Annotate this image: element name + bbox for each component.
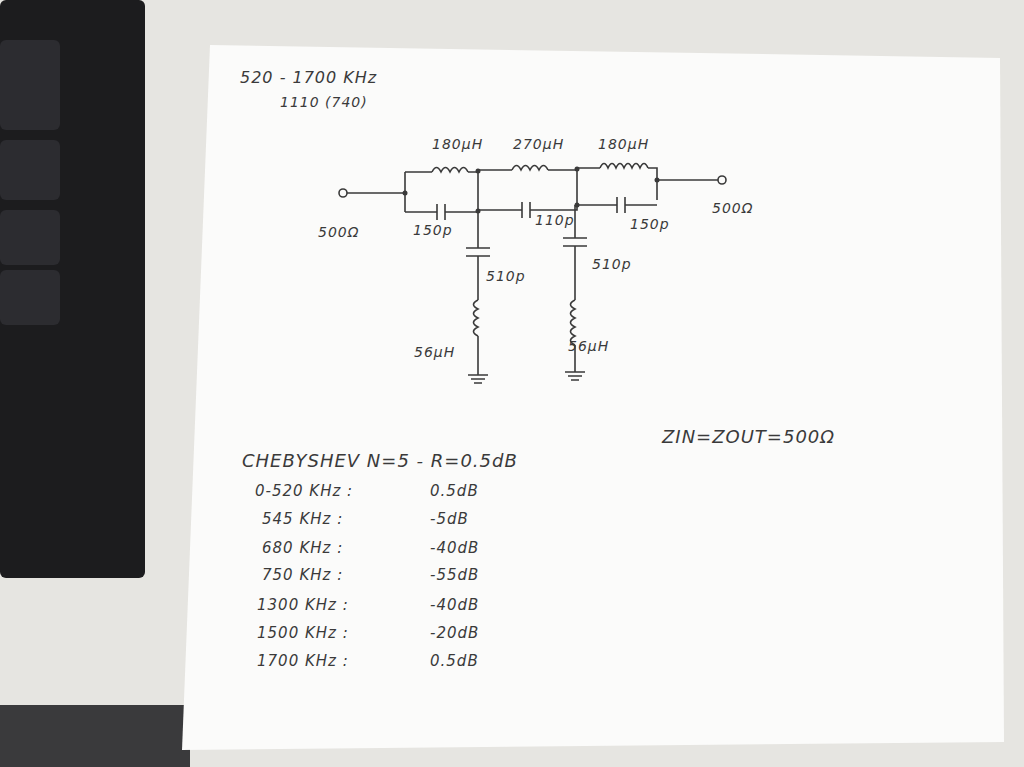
component-value: 56μH [414,344,455,360]
table-cell: 1700 KHz : [257,652,349,670]
component-value: 510p [486,268,526,284]
laptop [0,0,145,578]
wire [405,170,478,212]
component-value: 180μH [598,136,649,152]
table-cell: 1500 KHz : [257,624,349,642]
filter-schematic [339,164,726,384]
inductor-symbol [571,300,576,372]
table-cell: -5dB [430,510,469,528]
junction-dots [403,167,660,214]
table-cell: -55dB [430,566,479,584]
laptop-key [0,210,60,265]
capacitor-symbol [617,197,625,213]
inductor-symbol [474,300,479,375]
capacitor-symbol [466,212,490,300]
laptop-key [0,270,60,325]
table-cell: 1300 KHz : [257,596,349,614]
capacitor-symbol [522,202,530,218]
dark-object [0,705,190,767]
table-cell: 545 KHz : [262,510,343,528]
table-cell: -40dB [430,596,479,614]
component-value: 150p [630,216,670,232]
port-impedance: 500Ω [318,224,359,240]
laptop-key [0,40,60,130]
wire [657,179,718,181]
input-port [339,189,347,197]
wire [347,172,405,212]
table-cell: 750 KHz : [262,566,343,584]
paper-sheet [182,45,1004,750]
component-value: 56μH [568,338,609,354]
inductor-symbol [432,168,468,173]
table-cell: 680 KHz : [262,539,343,557]
table-cell: 0-520 KHz : [255,482,353,500]
wire [478,168,577,210]
laptop-key [0,140,60,200]
table-cell: 0.5dB [430,652,479,670]
component-value: 110p [535,212,575,228]
title: 520 - 1700 KHz [240,68,377,87]
inductor-symbol [600,164,648,169]
port-impedance: 500Ω [712,200,753,216]
note: 1110 (740) [280,94,368,110]
table-cell: -20dB [430,624,479,642]
inductor-symbol [512,166,548,171]
wire [478,169,577,171]
component-value: 270μH [513,136,564,152]
output-port [718,176,726,184]
capacitor-symbol [437,204,445,220]
ground-symbol [565,372,585,380]
ground-symbol [468,375,488,383]
table-cell: 0.5dB [430,482,479,500]
filter-spec: ZIN=ZOUT=500Ω [662,426,835,447]
table-cell: -40dB [430,539,479,557]
component-value: 180μH [432,136,483,152]
wire [577,168,657,200]
component-value: 510p [592,256,632,272]
filter-spec: CHEBYSHEV N=5 - R=0.5dB [242,450,518,471]
component-value: 150p [413,222,453,238]
